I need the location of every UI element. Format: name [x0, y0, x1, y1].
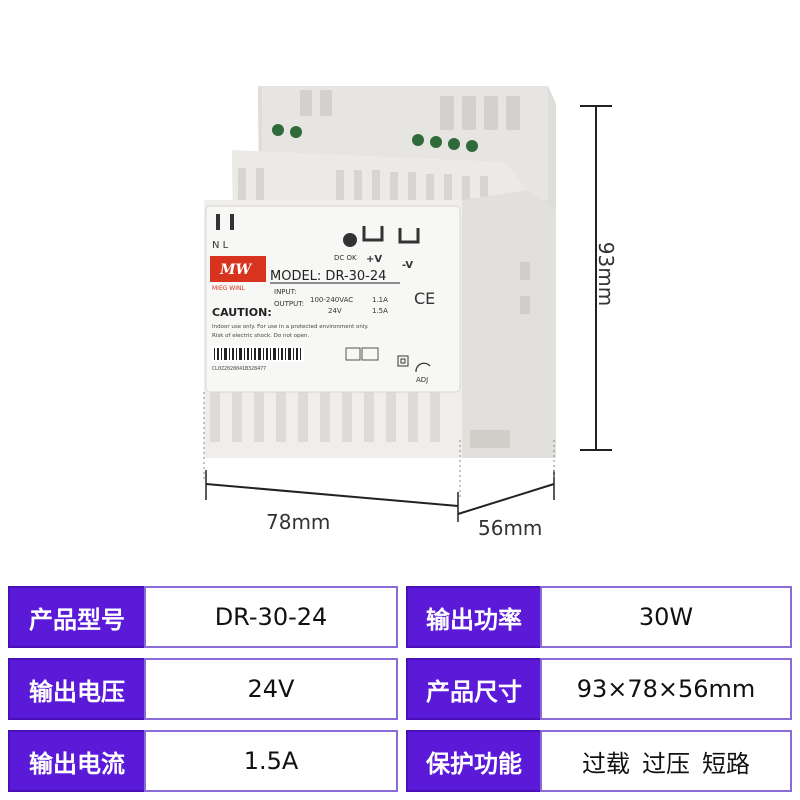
- input-current: 1.1A: [372, 296, 388, 304]
- minus-v-label: -V: [402, 260, 413, 271]
- dimension-height-label: 93mm: [594, 241, 618, 307]
- dimension-lines: [205, 105, 612, 522]
- spec-value-output-voltage: 24V: [144, 658, 398, 720]
- double-insulation-icon: [397, 355, 409, 367]
- caution-line2: Risk of electric shock. Do not open.: [212, 333, 309, 339]
- output-current: 1.5A: [372, 307, 388, 315]
- spec-value-model: DR-30-24: [144, 586, 398, 648]
- brand-sub-text: MIEG WINL: [212, 285, 245, 292]
- output-value: 24V: [328, 307, 342, 315]
- caution-line1: Indoor use only. For use in a protected …: [212, 324, 369, 330]
- spec-label-output-current: 输出电流: [8, 730, 146, 792]
- spec-label-size: 产品尺寸: [406, 658, 542, 720]
- caution-title: CAUTION:: [212, 306, 272, 319]
- adj-label: ADJ: [416, 376, 428, 384]
- brand-logo: [210, 256, 266, 282]
- spec-label-protection: 保护功能: [406, 730, 542, 792]
- protection-overload: 过载: [582, 749, 630, 778]
- terminal-label-nl: N L: [212, 240, 229, 251]
- terminal-screws: [272, 124, 478, 152]
- spec-value-size: 93×78×56mm: [540, 658, 792, 720]
- input-label: INPUT:: [274, 288, 297, 296]
- spec-row: 输出电流 1.5A 保护功能 过载 过压 短路: [8, 730, 792, 792]
- spec-label-output-voltage: 输出电压: [8, 658, 146, 720]
- spec-row: 产品型号 DR-30-24 输出功率 30W: [8, 586, 792, 648]
- spec-table: 产品型号 DR-30-24 输出功率 30W 输出电压 24V 产品尺寸 93×…: [8, 586, 792, 792]
- spec-value-output-power: 30W: [540, 586, 792, 648]
- dimension-depth-label: 56mm: [478, 516, 543, 540]
- dimension-width-label: 78mm: [266, 510, 331, 534]
- spec-label-output-power: 输出功率: [406, 586, 542, 648]
- spec-row: 输出电压 24V 产品尺寸 93×78×56mm: [8, 658, 792, 720]
- output-label: OUTPUT:: [274, 300, 304, 308]
- protection-overvoltage: 过压: [642, 749, 690, 778]
- spec-label-model: 产品型号: [8, 586, 146, 648]
- power-supply-illustration: N L DC OK +V -V MW MIEG WINL MODEL: DR-3…: [203, 86, 612, 522]
- product-label: [205, 205, 461, 393]
- model-text: MODEL: DR-30-24: [270, 269, 386, 284]
- product-image-area: N L DC OK +V -V MW MIEG WINL MODEL: DR-3…: [203, 86, 618, 540]
- input-value: 100-240VAC: [310, 296, 353, 304]
- dc-ok-led-icon: [343, 233, 357, 247]
- adjust-icon: [415, 362, 431, 373]
- protection-short-circuit: 短路: [702, 749, 750, 778]
- barcode-text: CL0Z2020041B328477: [212, 366, 266, 372]
- spec-value-protection: 过载 过压 短路: [540, 730, 792, 792]
- ce-mark-icon: CE: [414, 289, 435, 308]
- plus-v-label: +V: [366, 254, 382, 265]
- dc-ok-label: DC OK: [334, 254, 357, 262]
- spec-value-output-current: 1.5A: [144, 730, 398, 792]
- brand-logo-text: MW: [219, 262, 252, 278]
- barcode-icon: [212, 346, 304, 362]
